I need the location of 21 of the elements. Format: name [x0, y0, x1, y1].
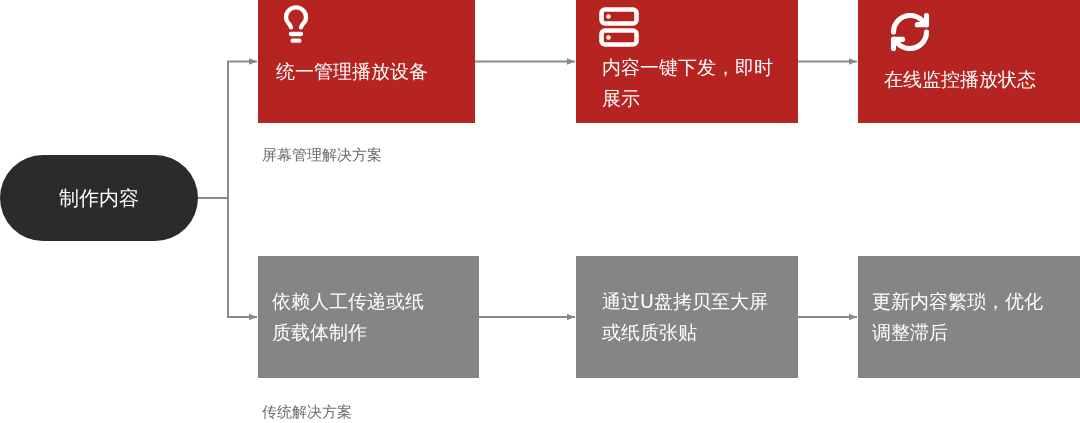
step-box — [258, 256, 479, 378]
arrow — [197, 197, 258, 321]
node-text: 更新内容繁琐，优化调整滞后 — [872, 289, 1044, 345]
node-text: 制作内容 — [59, 185, 139, 212]
start-pill — [0, 155, 198, 241]
step-box — [258, 0, 475, 123]
node-text: 通过U盘拷贝至大屏或纸质张贴 — [602, 289, 769, 345]
section-caption: 传统解决方案 — [262, 402, 352, 423]
arrow — [797, 313, 858, 321]
step-box — [576, 256, 798, 378]
node-text: 统一管理播放设备 — [276, 59, 429, 84]
step-box — [858, 256, 1080, 378]
arrow — [797, 58, 858, 65]
step-box — [576, 0, 798, 123]
node-text: 内容一键下发，即时展示 — [602, 55, 774, 111]
arrow — [474, 58, 576, 65]
arrow — [478, 313, 576, 321]
node-text: 在线监控播放状态 — [884, 67, 1037, 92]
node-text: 依赖人工传递或纸质载体制作 — [272, 289, 425, 345]
section-caption: 屏幕管理解决方案 — [262, 145, 382, 166]
step-box — [858, 0, 1080, 123]
